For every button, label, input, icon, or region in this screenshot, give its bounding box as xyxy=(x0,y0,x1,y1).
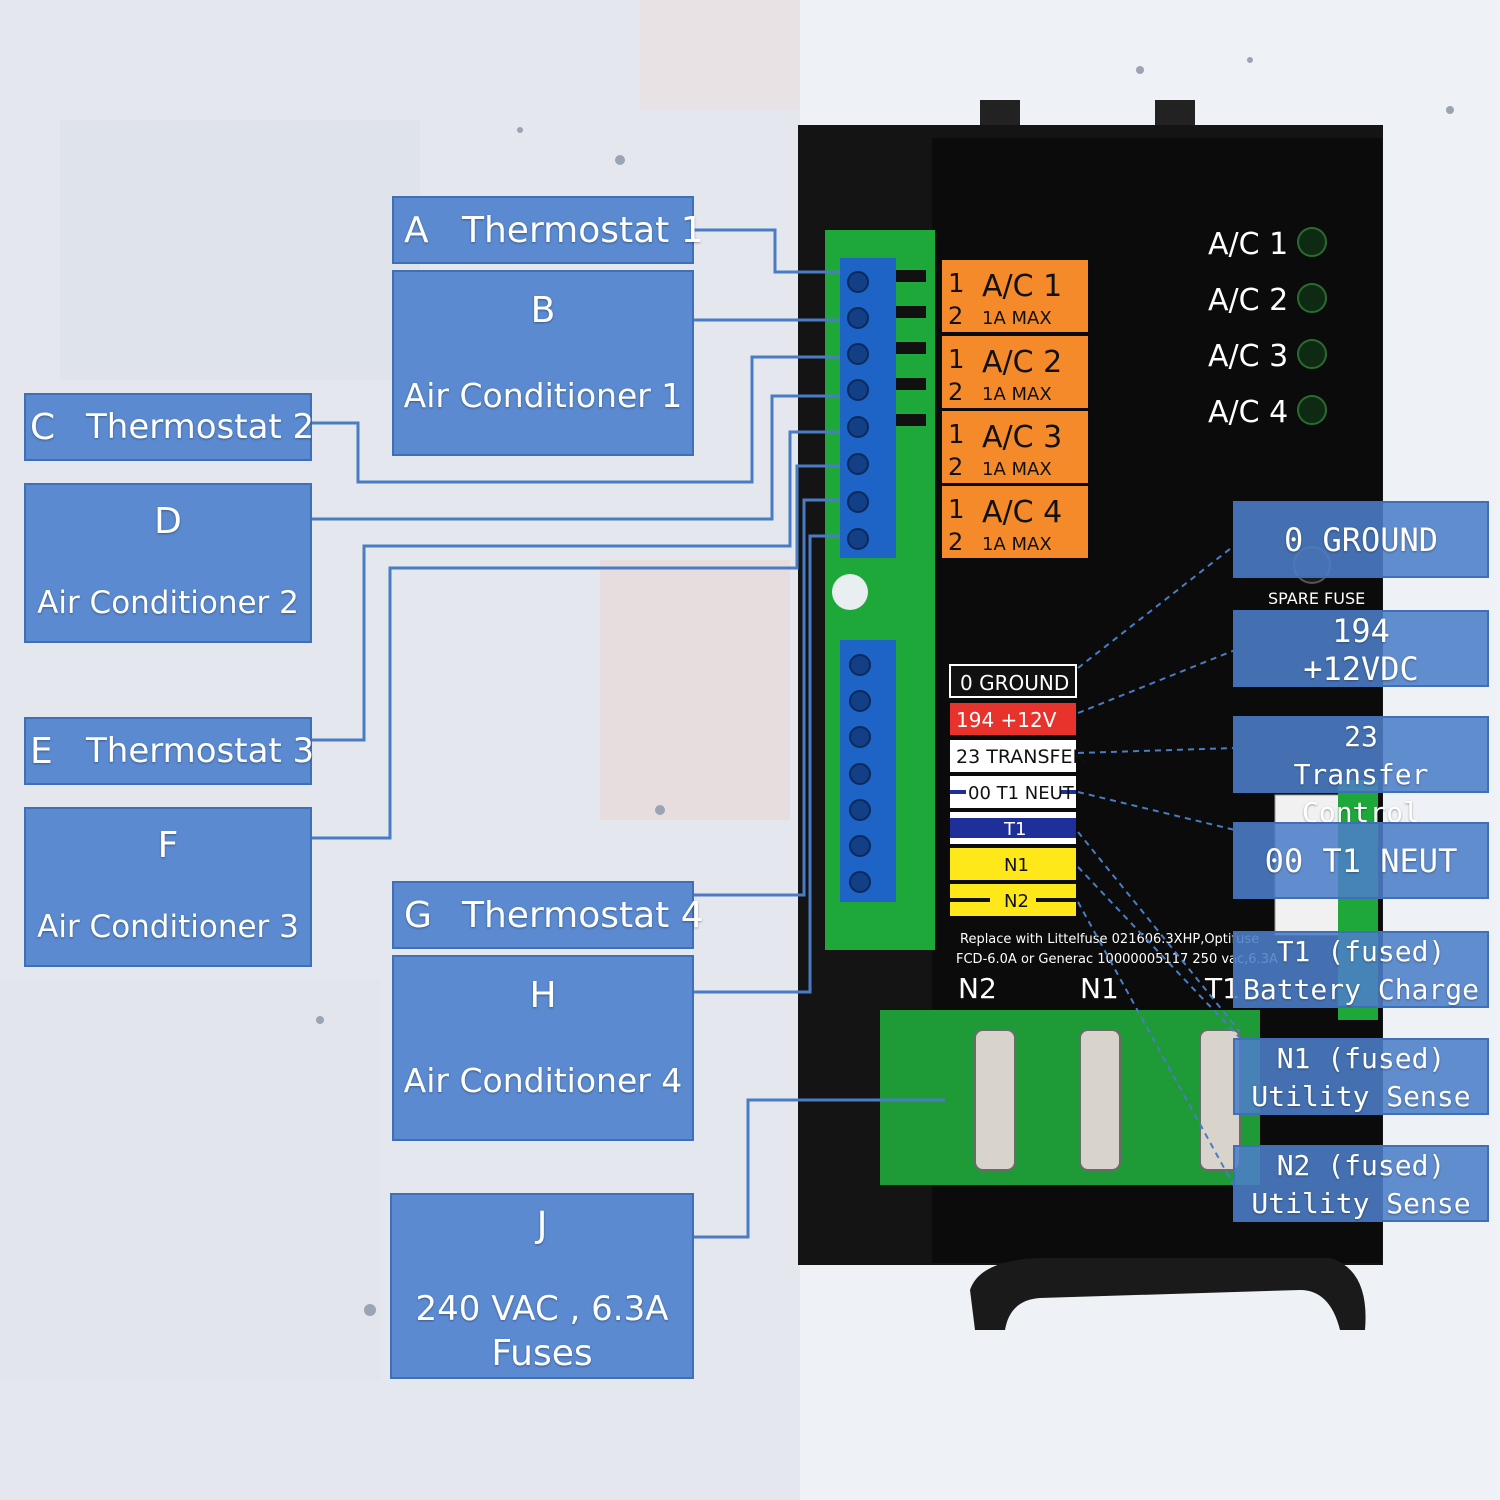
label-title: Thermostat 2 xyxy=(86,407,315,447)
ac-name: A/C 2 xyxy=(982,345,1062,380)
ac-terminal-1: 1 xyxy=(948,420,965,450)
label-ground: 0 GROUND xyxy=(1233,501,1489,578)
label-b-air-conditioner-1: B Air Conditioner 1 xyxy=(392,270,694,456)
label-12vdc-line1: 194 xyxy=(1332,612,1390,650)
led-label-ac1: A/C 1 xyxy=(1208,227,1288,262)
label-f-air-conditioner-3: F Air Conditioner 3 xyxy=(24,807,312,967)
label-t1-line2: Battery Charge xyxy=(1242,973,1479,1006)
ac-terminal-2: 2 xyxy=(948,302,963,330)
label-transfer-line2: Transfer Control xyxy=(1293,758,1429,829)
led-label-ac3: A/C 3 xyxy=(1208,339,1288,374)
label-letter: C xyxy=(30,407,56,448)
label-title: Thermostat 3 xyxy=(86,731,315,771)
label-title: Thermostat 1 xyxy=(462,210,704,251)
label-ground-text: 0 GROUND xyxy=(1283,521,1439,559)
ac-label-4 xyxy=(942,486,1088,558)
ac-terminal-2: 2 xyxy=(948,453,963,481)
ac-name: A/C 1 xyxy=(982,269,1062,304)
ac-max: 1A MAX xyxy=(982,459,1052,480)
replace-note-2: FCD-6.0A or Generac 10000005117 250 vac,… xyxy=(956,952,1278,967)
strip-12v: 194 +12V xyxy=(956,708,1057,732)
label-title: Air Conditioner 3 xyxy=(37,909,299,945)
label-n1-line2: Utility Sense xyxy=(1251,1080,1471,1113)
label-12vdc-line2: +12VDC xyxy=(1303,650,1419,688)
label-n2-utility-sense: N2 (fused) Utility Sense xyxy=(1233,1145,1489,1222)
ac-label-2 xyxy=(942,336,1088,408)
label-letter: J xyxy=(536,1205,548,1246)
label-t1-neut: 00 T1 NEUT xyxy=(1233,822,1489,899)
led-label-ac4: A/C 4 xyxy=(1208,395,1288,430)
strip-n1: N1 xyxy=(1004,855,1029,876)
label-d-air-conditioner-2: D Air Conditioner 2 xyxy=(24,483,312,643)
label-title: Air Conditioner 4 xyxy=(403,1061,683,1100)
label-letter: A xyxy=(404,210,429,251)
label-h-air-conditioner-4: H Air Conditioner 4 xyxy=(392,955,694,1141)
label-c-thermostat-2: C Thermostat 2 xyxy=(24,393,315,461)
label-line1: 240 VAC , 6.3A xyxy=(415,1289,669,1329)
label-neut-text: 00 T1 NEUT xyxy=(1264,842,1458,880)
label-letter: H xyxy=(529,975,557,1016)
label-letter: B xyxy=(530,290,556,331)
label-j-fuses: J 240 VAC , 6.3A Fuses xyxy=(390,1193,694,1379)
fuse-label-n1: N1 xyxy=(1080,972,1119,1005)
replace-note-1: Replace with Littelfuse 021606.3XHP,Opti… xyxy=(960,932,1259,947)
label-title: Thermostat 4 xyxy=(462,895,704,936)
ac-terminal-1: 1 xyxy=(948,345,965,375)
label-n2-line2: Utility Sense xyxy=(1251,1187,1471,1220)
ac-max: 1A MAX xyxy=(982,384,1052,405)
label-t1-battery-charge: T1 (fused) Battery Charge xyxy=(1233,931,1489,1008)
label-a-thermostat-1: A Thermostat 1 xyxy=(392,196,704,264)
ac-label-1 xyxy=(942,260,1088,332)
ac-name: A/C 3 xyxy=(982,420,1062,455)
led-label-ac2: A/C 2 xyxy=(1208,283,1288,318)
ac-terminal-2: 2 xyxy=(948,378,963,406)
ac-max: 1A MAX xyxy=(982,534,1052,555)
label-line2: Fuses xyxy=(491,1333,593,1374)
ac-terminal-2: 2 xyxy=(948,528,963,556)
label-transfer-control: 23 Transfer Control xyxy=(1233,716,1489,829)
ac-terminal-1: 1 xyxy=(948,269,965,299)
label-letter: E xyxy=(30,731,53,772)
spare-fuse-label: SPARE FUSE xyxy=(1268,589,1365,608)
strip-transfer: 23 TRANSFER xyxy=(956,746,1086,768)
ac-name: A/C 4 xyxy=(982,495,1062,530)
ac-terminal-1: 1 xyxy=(948,495,965,525)
strip-t1: T1 xyxy=(1003,819,1026,840)
ac-label-3 xyxy=(942,411,1088,483)
label-letter: F xyxy=(157,825,179,866)
strip-ground: 0 GROUND xyxy=(960,671,1069,695)
label-n1-utility-sense: N1 (fused) Utility Sense xyxy=(1233,1038,1489,1115)
ac-max: 1A MAX xyxy=(982,308,1052,329)
label-n1-line1: N1 (fused) xyxy=(1276,1042,1446,1075)
label-e-thermostat-3: E Thermostat 3 xyxy=(24,717,315,785)
label-n2-line1: N2 (fused) xyxy=(1276,1149,1446,1182)
label-t1-line1: T1 (fused) xyxy=(1276,935,1446,968)
label-12vdc: 194 +12VDC xyxy=(1233,610,1489,688)
fuse-label-n2: N2 xyxy=(958,972,997,1005)
label-title: Air Conditioner 1 xyxy=(403,376,683,415)
strip-neut: 00 T1 NEUT xyxy=(968,783,1075,804)
label-letter: G xyxy=(404,895,432,936)
strip-n2: N2 xyxy=(1004,891,1029,912)
label-g-thermostat-4: G Thermostat 4 xyxy=(392,881,704,949)
label-title: Air Conditioner 2 xyxy=(37,585,299,621)
label-transfer-line1: 23 xyxy=(1344,720,1378,753)
label-letter: D xyxy=(154,501,182,542)
